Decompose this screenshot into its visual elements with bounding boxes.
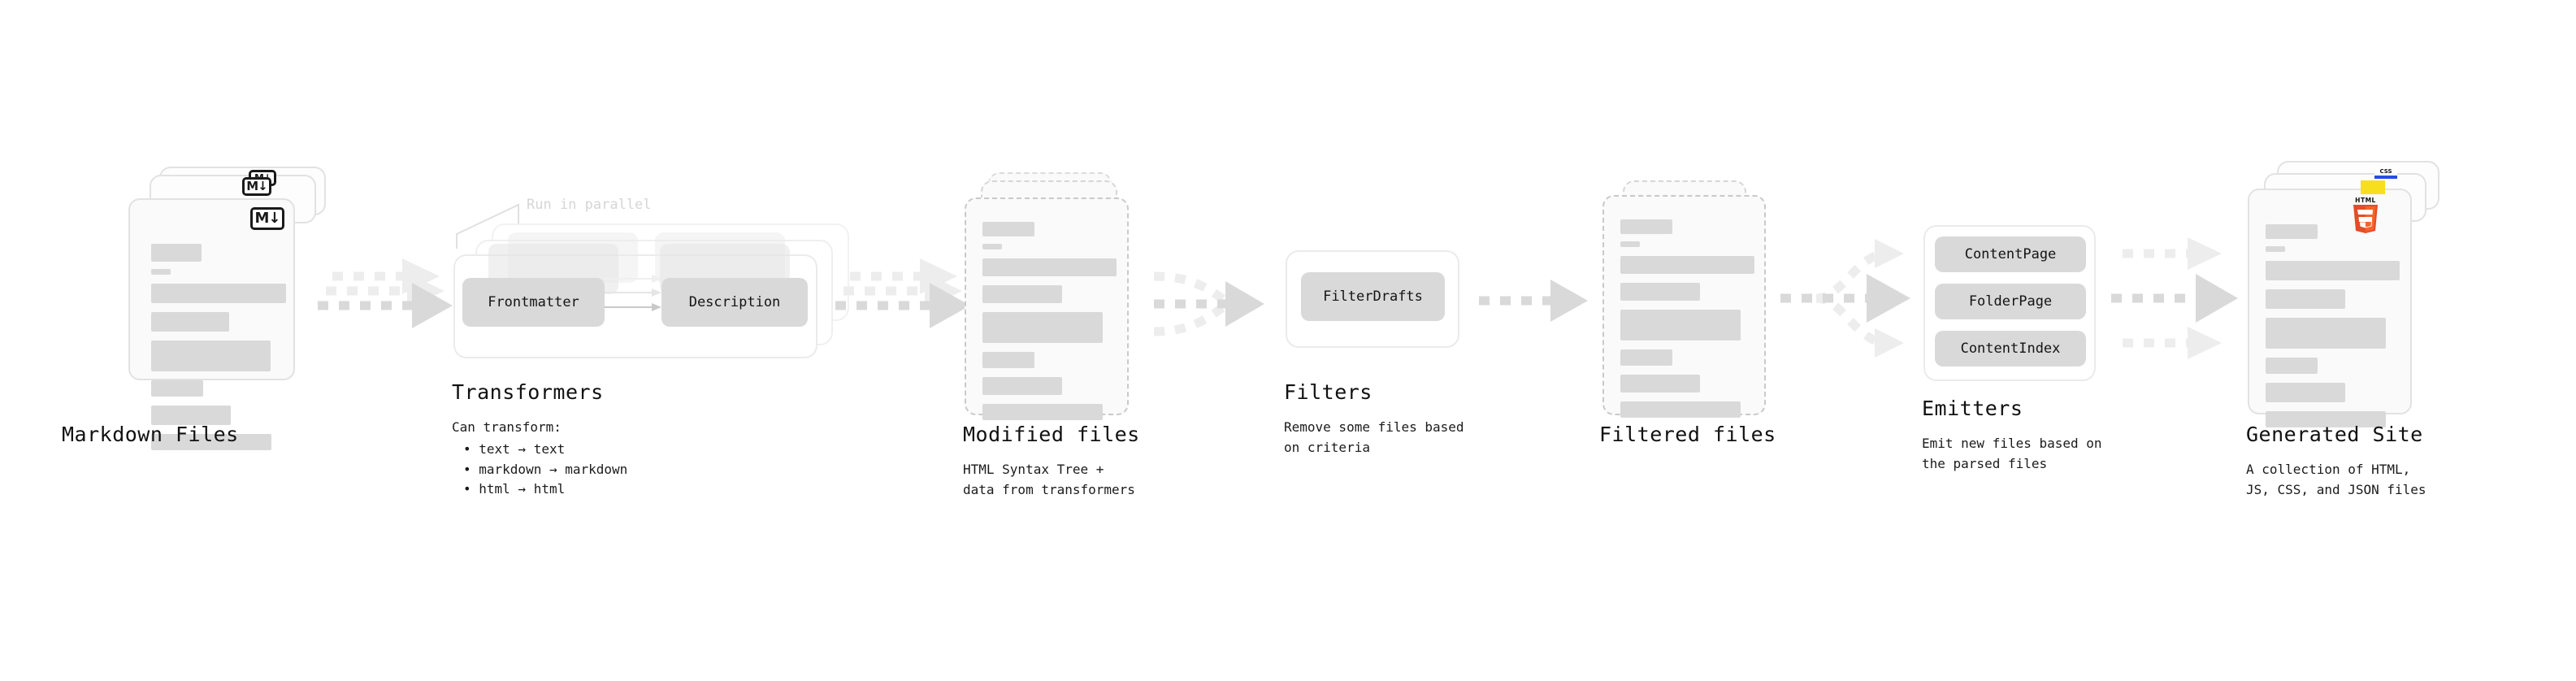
connector-markdown-to-transformers: [318, 258, 453, 328]
transformers-title: Transformers: [452, 380, 604, 404]
filters-title: Filters: [1284, 380, 1373, 404]
modified-placeholder-lines: [982, 222, 1117, 429]
markdown-files-label: Markdown Files: [62, 423, 239, 446]
transformers-capability-list: text → text markdown → markdown html → h…: [452, 440, 627, 500]
filtered-files-title: Filtered files: [1599, 423, 1776, 446]
transformer-chip-description[interactable]: Description: [661, 278, 808, 327]
svg-text:CSS: CSS: [2379, 168, 2392, 175]
transformer-inner-arrows: [605, 275, 661, 311]
markdown-card-front: [128, 198, 295, 450]
modified-files-caption: Modified files HTML Syntax Tree + data f…: [963, 423, 1140, 501]
filters-caption: Filters Remove some files based on crite…: [1284, 380, 1464, 458]
emitters-subtitle: Emit new files based on the parsed files: [1922, 436, 2102, 471]
emitter-chip-contentindex[interactable]: ContentIndex: [1935, 331, 2086, 367]
emitter-chip-folderpage[interactable]: FolderPage: [1935, 284, 2086, 319]
filters-subtitle: Remove some files based on criteria: [1284, 419, 1464, 455]
js-icon: [2361, 180, 2385, 194]
emitters-title: Emitters: [1922, 397, 2023, 420]
markdown-icon-back-1: M↓: [242, 177, 271, 196]
run-in-parallel-label: Run in parallel: [527, 197, 652, 213]
site-card-front: [2248, 189, 2412, 427]
connector-modified-to-filters: [1153, 271, 1264, 336]
run-in-parallel-bracket: [456, 203, 519, 249]
css-icon: CSS: [2374, 167, 2397, 179]
transformers-subtitle: Can transform:: [452, 419, 562, 435]
connector-filters-to-filtered: [1479, 280, 1588, 322]
markdown-placeholder-lines: [151, 244, 286, 459]
generated-site-caption: Generated Site A collection of HTML, JS,…: [2246, 423, 2426, 501]
connector-transformers-to-modified: [835, 258, 970, 328]
filtered-files-caption: Filtered files: [1599, 423, 1776, 447]
markdown-icon: M↓: [250, 207, 284, 230]
transformer-chip-frontmatter[interactable]: Frontmatter: [462, 278, 605, 327]
list-item-text: text → text: [452, 440, 627, 460]
svg-text:HTML: HTML: [2355, 197, 2376, 204]
modified-card-front: [965, 197, 1129, 420]
list-item-html: html → html: [452, 479, 627, 500]
transformers-caption: Transformers Can transform: text → text …: [452, 380, 627, 500]
modified-files-title: Modified files: [963, 423, 1140, 446]
emitter-chip-contentpage[interactable]: ContentPage: [1935, 236, 2086, 272]
emitters-caption: Emitters Emit new files based on the par…: [1922, 397, 2102, 475]
site-placeholder-lines: [2266, 224, 2400, 436]
filter-chip-filterdrafts[interactable]: FilterDrafts: [1301, 272, 1445, 321]
modified-files-subtitle: HTML Syntax Tree + data from transformer…: [963, 462, 1135, 497]
connector-filtered-to-emitters: [1780, 239, 1910, 358]
generated-site-title: Generated Site: [2246, 423, 2423, 446]
filtered-card-front: [1602, 195, 1766, 418]
filtered-placeholder-lines: [1620, 219, 1754, 427]
connector-emitters-to-site: [2111, 237, 2238, 359]
generated-site-subtitle: A collection of HTML, JS, CSS, and JSON …: [2246, 462, 2426, 497]
list-item-markdown: markdown → markdown: [452, 460, 627, 480]
html5-icon: HTML: [2353, 197, 2378, 233]
